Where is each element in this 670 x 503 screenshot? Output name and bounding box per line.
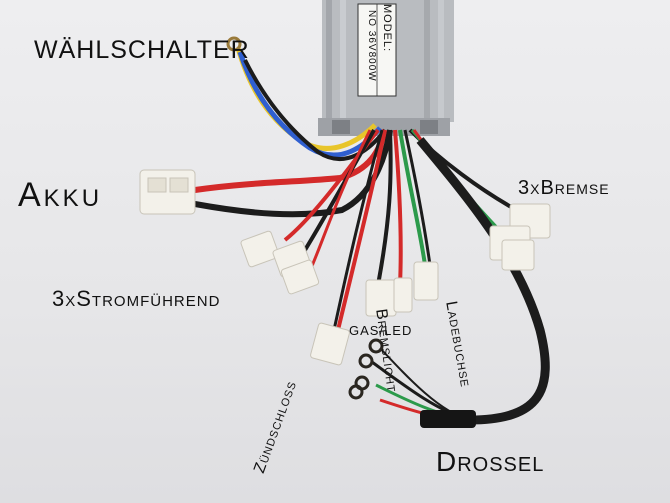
brake-connectors — [489, 203, 551, 271]
drossel-shrink-tube — [420, 410, 476, 428]
label-gas-led: GAS/LED — [349, 323, 413, 338]
label-stromfuehrend: 3xStromführend — [52, 286, 221, 311]
akku-connector — [139, 169, 196, 215]
bremslicht-connector — [393, 277, 413, 313]
power-connectors — [240, 230, 320, 295]
label-akku: Akku — [18, 176, 103, 214]
model-number-label: NO 36V800W — [366, 10, 377, 82]
ring-terminals — [348, 338, 384, 400]
model-label: MODEL: — [381, 4, 393, 53]
model-sticker — [357, 3, 397, 97]
zuendschloss-connector — [310, 322, 350, 366]
label-drossel: Drossel — [436, 446, 545, 477]
motor-controller — [318, 0, 454, 136]
label-bremse: 3xBremse — [518, 177, 610, 199]
ladebuchse-connector — [413, 261, 439, 301]
label-waehlschalter: WÄHLSCHALTER — [34, 36, 250, 64]
